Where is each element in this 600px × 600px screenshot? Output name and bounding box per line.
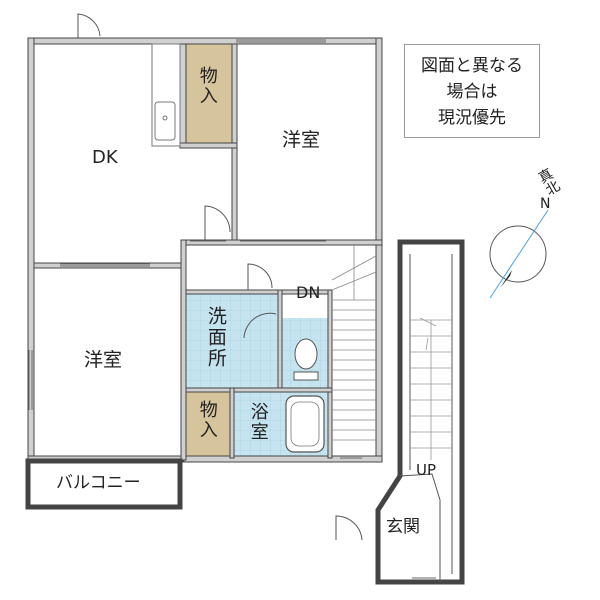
label-entrance: 玄関 [386, 517, 420, 537]
doors [77, 13, 363, 541]
notice-line-2: 場合は [446, 82, 498, 102]
label-western-left: 洋室 [84, 349, 123, 371]
label-western-top: 洋室 [282, 129, 321, 151]
entrance-diagonal [399, 473, 441, 582]
label-balcony: バルコニー [56, 473, 141, 493]
wall-top [27, 37, 383, 45]
label-storage-bottom: 物入 [196, 400, 218, 440]
sink-drain [162, 115, 168, 121]
kitchen-sink [154, 101, 176, 141]
wall-bath-left [229, 387, 235, 459]
label-washroom: 洗面所 [204, 306, 227, 369]
toilet-bowl [294, 338, 318, 370]
stairwell-inner-left [409, 254, 453, 574]
wall-storage-top-bottom [179, 142, 238, 149]
windows [28, 39, 436, 579]
compass-n-label: N [540, 196, 551, 212]
label-bathroom: 浴室 [247, 402, 269, 442]
wall-storage-top-left [179, 43, 187, 149]
stair-steps-main [331, 245, 377, 441]
wall-wash-right [277, 289, 283, 393]
storage-bottom-fill [186, 392, 230, 456]
stair-steps-outer [410, 317, 452, 460]
compass-needle-icon [510, 226, 540, 276]
label-storage-top: 物入 [196, 66, 218, 106]
label-up: UP [416, 461, 437, 479]
wall-wash-bottom [185, 387, 333, 393]
label-dk: DK [92, 147, 118, 168]
storage-top-fill [186, 44, 232, 146]
washroom-floor [186, 294, 278, 388]
wall-bottom [181, 455, 383, 463]
balcony-outline [25, 458, 183, 510]
compass [489, 209, 549, 299]
wall-right [375, 37, 383, 463]
notice-box: 図面と異なる 場合は 現況優先 [404, 44, 540, 138]
label-dn: DN [296, 283, 321, 302]
toilet-tank [293, 371, 319, 381]
notice-line-3: 現況優先 [438, 108, 506, 128]
notice-line-1: 図面と異なる [421, 56, 523, 76]
wall-hall-left [180, 239, 187, 461]
bathtub-inner [290, 401, 320, 447]
wall-toilet-right [327, 289, 333, 459]
